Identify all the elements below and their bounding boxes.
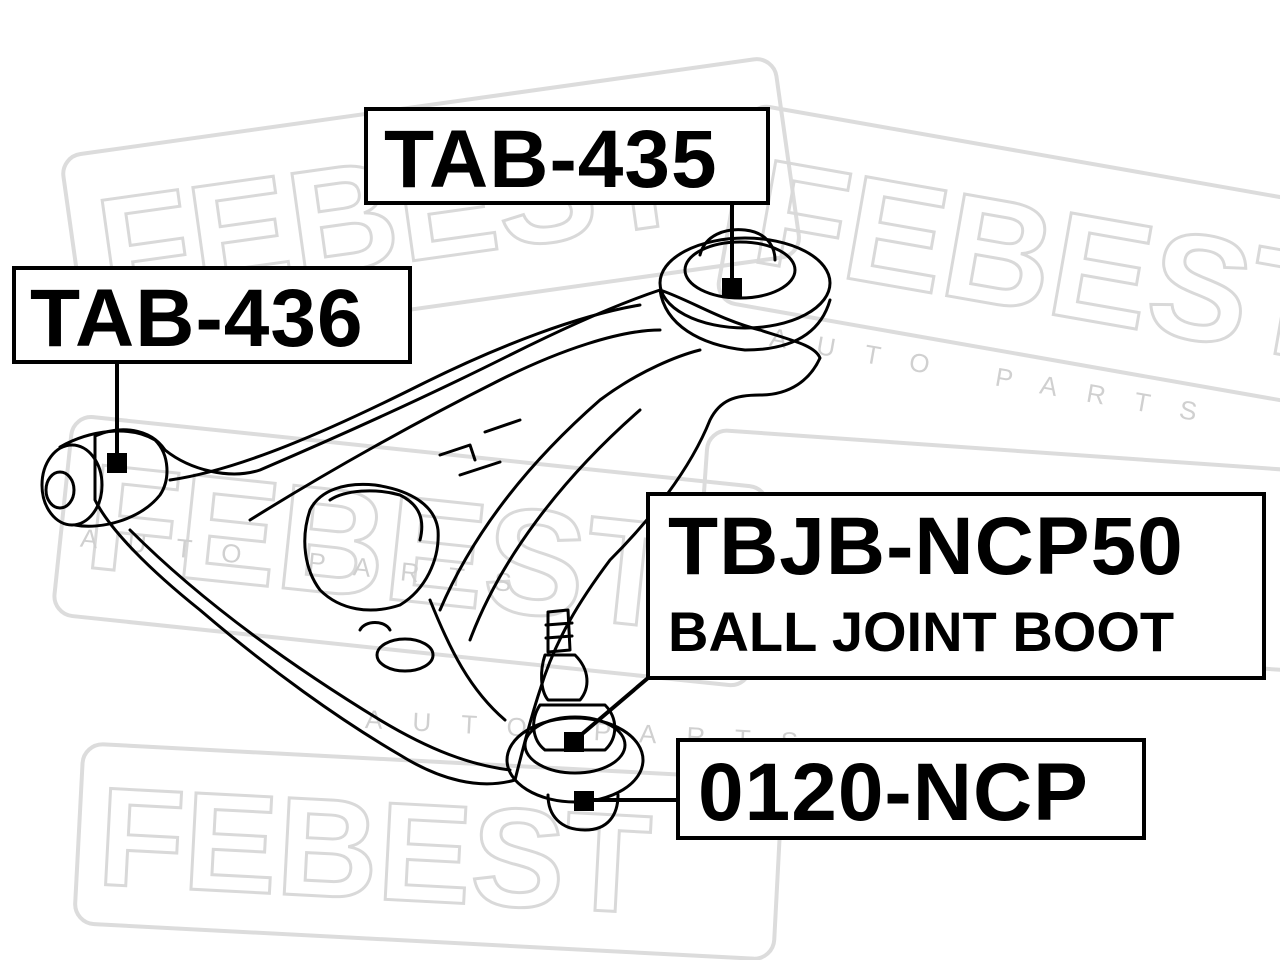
arm-inner-rib-upper-2 [248,328,662,522]
part-description-tbjb-ncp50: BALL JOINT BOOT [668,600,1175,663]
arm-inner-curve-2 [468,408,642,642]
part-code-tab-436: TAB-436 [30,273,364,364]
leader-dot-tbjb [564,732,584,752]
part-label-tab-436[interactable]: TAB-436 [12,266,412,364]
arm-rib-mark-1 [438,443,477,462]
leader-tbjb [573,676,650,742]
arm-inner-curve [438,348,702,612]
arm-inner-rib-upper [168,303,642,482]
watermark-brand-5: FEBEST [95,757,655,943]
arm-rib-mark-2 [483,418,522,434]
arm-hole-1 [375,637,435,673]
arm-inner-rib-lower-2 [428,598,507,722]
part-code-tab-435: TAB-435 [384,114,718,205]
arm-rib-mark-3 [458,460,502,477]
arm-boss [303,482,440,612]
leader-dot-tab435 [722,278,742,298]
arm-boss-inner [328,489,424,542]
ball-joint-boot [532,703,617,752]
rear-bushing-body [658,288,832,352]
leader-dot-0120 [574,791,594,811]
rear-bushing-top [658,236,832,330]
ball-joint-housing-inner [523,715,627,775]
front-bushing-inner [44,470,76,510]
arm-inner-rib-lower [128,528,512,772]
part-label-tbjb-ncp50[interactable]: TBJB-NCP50 BALL JOINT BOOT [646,492,1266,680]
part-label-0120-ncp[interactable]: 0120-NCP [676,738,1146,840]
arm-hole-2 [358,621,392,632]
rear-bushing-cone [698,228,777,262]
part-code-tbjb-ncp50: TBJB-NCP50 [668,501,1184,592]
front-bushing-body [58,429,169,528]
ball-joint-bottom [546,793,620,832]
ball-joint-stud-thread [544,621,574,640]
ball-joint-neck [540,653,589,702]
arm-outline [93,288,822,786]
leader-dot-tab436 [107,453,127,473]
front-bushing-outer [40,443,104,527]
part-label-tab-435[interactable]: TAB-435 [364,107,770,205]
part-code-0120-ncp: 0120-NCP [698,747,1089,838]
